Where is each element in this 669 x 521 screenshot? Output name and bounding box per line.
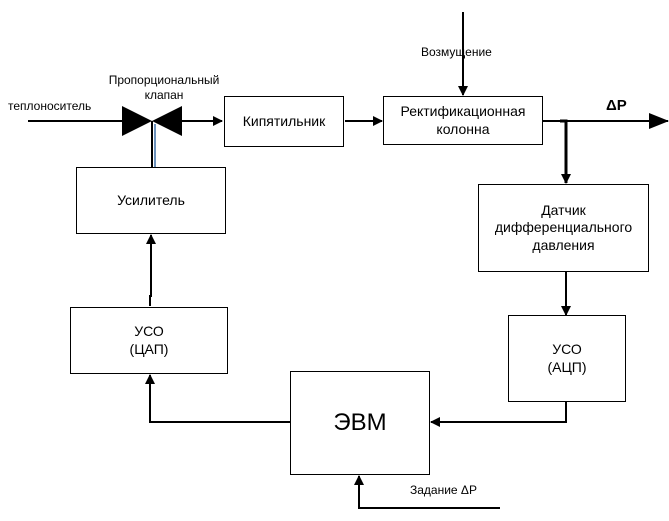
proportional-valve-icon xyxy=(122,106,182,136)
output-to-sensor-arrow xyxy=(560,119,571,184)
adc-to-computer-arrow xyxy=(430,402,567,427)
setpoint-label: Задание ΔP xyxy=(410,483,477,497)
computer-block: ЭВМ xyxy=(290,371,430,475)
computer-to-dac-arrow xyxy=(145,374,290,423)
output-dp-label: ΔP xyxy=(606,97,627,114)
setpoint-to-computer-arrow xyxy=(354,475,500,509)
distillation-column-block: Ректификационная колонна xyxy=(383,96,543,145)
uso-adc-block: УСО (АЦП) xyxy=(508,315,626,402)
valve-label: Пропорциональный клапан xyxy=(108,73,220,102)
boiler-block: Кипятильник xyxy=(224,96,344,147)
amplifier-block: Усилитель xyxy=(76,167,226,234)
uso-dac-block: УСО (ЦАП) xyxy=(70,307,228,374)
differential-pressure-sensor-block: Датчик дифференциального давления xyxy=(478,184,649,272)
dac-to-amplifier-arrow xyxy=(146,234,156,306)
coolant-label: теплоноситель xyxy=(8,99,92,113)
disturbance-label: Возмущение xyxy=(421,45,492,59)
